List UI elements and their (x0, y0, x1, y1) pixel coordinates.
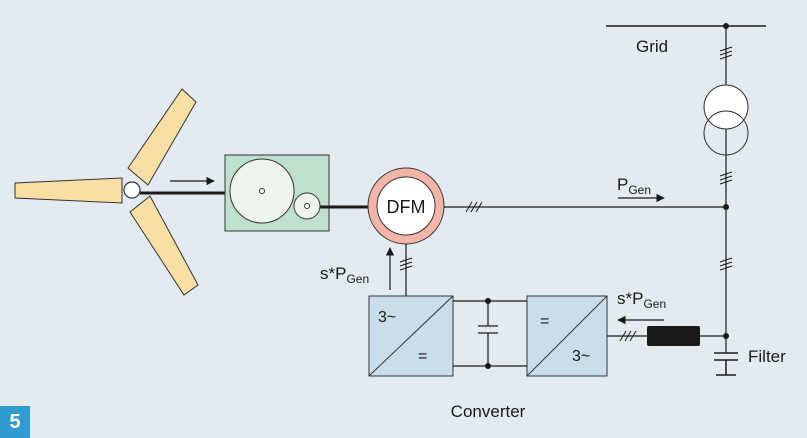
s-p-gen-left-label: s*PGen (320, 264, 369, 286)
p-gen-label: PGen (617, 175, 651, 197)
rotor-hub (123, 181, 141, 199)
converter-inverter: = 3~ (526, 295, 608, 377)
transformer (703, 84, 749, 156)
converter-label: Converter (451, 402, 526, 421)
rectifier-bottom-label: = (418, 348, 427, 365)
blade-bottom (129, 195, 199, 296)
filter-capacitor (714, 352, 738, 376)
grid-junction-dot (723, 204, 729, 210)
blade-top (127, 88, 197, 186)
three-phase-mark-grid (719, 46, 733, 60)
filter-inductor-block (647, 326, 700, 346)
figure-number-badge: 5 (0, 406, 30, 438)
converter-rectifier: 3~ = (368, 295, 454, 377)
filter-label: Filter (748, 347, 786, 366)
inverter-bottom-label: 3~ (572, 348, 590, 365)
dfm-generator: DFM (367, 167, 445, 245)
s-p-gen-right-label: s*PGen (617, 289, 666, 311)
three-phase-mark-lower (719, 257, 733, 271)
dfm-label: DFM (387, 197, 426, 217)
grid-label: Grid (636, 37, 668, 56)
rotor (14, 88, 199, 296)
rectifier-top-label: 3~ (378, 309, 396, 326)
blade-left (14, 177, 123, 204)
three-phase-mark-stator (465, 201, 483, 213)
three-phase-mark-transformer (719, 171, 733, 185)
gearbox (224, 154, 330, 232)
three-phase-mark-rotor (399, 257, 413, 271)
dc-link (453, 300, 527, 367)
three-phase-mark-converter (619, 330, 637, 342)
inverter-top-label: = (540, 313, 549, 330)
